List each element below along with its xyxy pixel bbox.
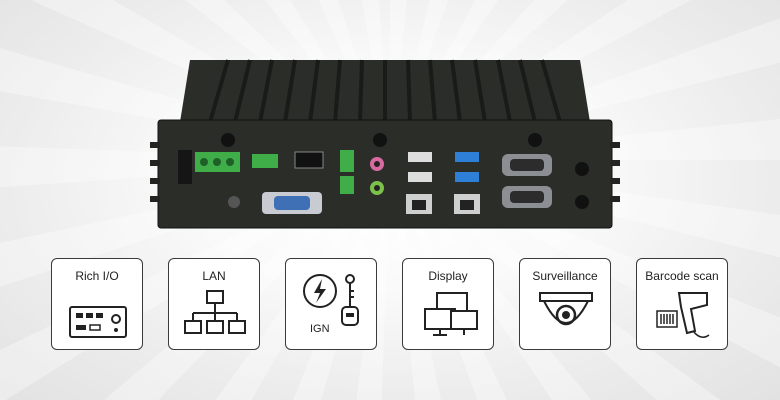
dome-camera-icon: [539, 292, 593, 326]
feature-card-rich-io: Rich I/O: [51, 258, 143, 350]
barcode-scanner-icon: [656, 292, 710, 338]
network-tree-icon: [184, 290, 246, 334]
feature-label: IGN: [310, 323, 330, 335]
fanless-pc-illustration: [150, 59, 620, 229]
feature-label: Barcode scan: [645, 269, 719, 283]
feature-card-barcode: Barcode scan: [636, 258, 728, 350]
fanless-pc-image: [150, 52, 620, 242]
feature-label: Surveillance: [532, 269, 598, 283]
feature-card-display: Display: [402, 258, 494, 350]
monitors-icon: [424, 292, 478, 336]
io-panel-icon: [69, 306, 127, 338]
feature-label: LAN: [202, 269, 226, 283]
ignition-key-icon: [303, 274, 359, 326]
feature-card-surveillance: Surveillance: [519, 258, 611, 350]
feature-label: Display: [428, 269, 468, 283]
feature-card-lan: LAN: [168, 258, 260, 350]
feature-card-ign: IGN: [285, 258, 377, 350]
feature-label: Rich I/O: [75, 269, 119, 283]
feature-cards: Rich I/O LAN: [51, 258, 731, 352]
